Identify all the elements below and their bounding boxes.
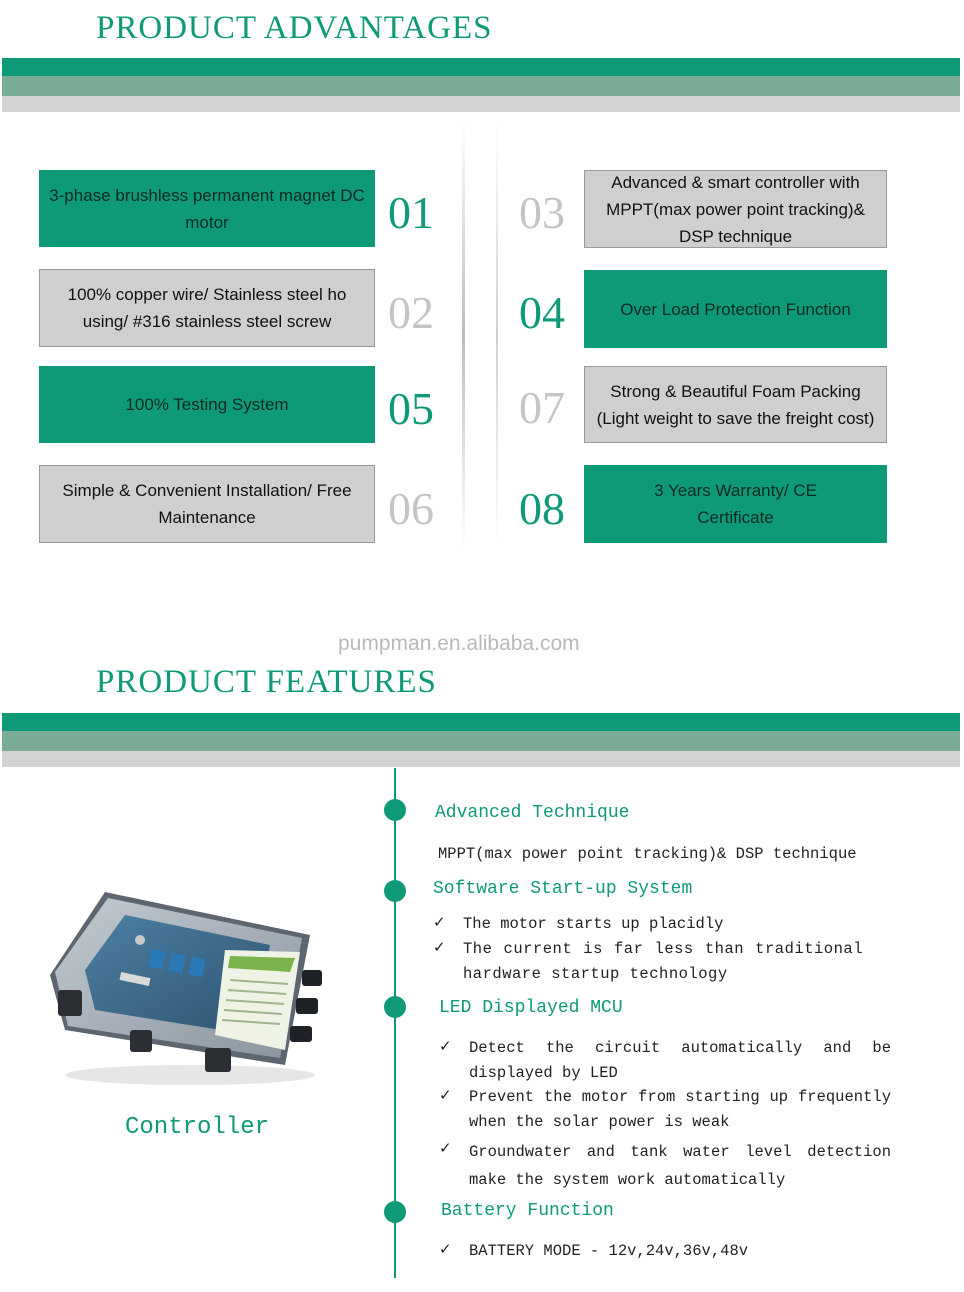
check-icon: ✓ bbox=[439, 1037, 452, 1055]
check-icon: ✓ bbox=[433, 938, 446, 956]
advantage-text-05: 100% Testing System bbox=[125, 395, 289, 414]
header-band-dark bbox=[2, 58, 960, 76]
feature-bullet: Prevent the motor from starting up frequ… bbox=[469, 1088, 891, 1131]
advantage-box-08: 3 Years Warranty/ CE Certificate bbox=[584, 465, 887, 543]
features-title: PRODUCT FEATURES bbox=[96, 664, 437, 700]
feature-title-battery-function: Battery Function bbox=[441, 1201, 614, 1221]
check-icon: ✓ bbox=[433, 913, 446, 931]
advantage-number-08: 08 bbox=[519, 483, 565, 534]
advantage-box-02: 100% copper wire/ Stainless steel ho usi… bbox=[39, 269, 375, 347]
feature-bullet: The motor starts up placidly bbox=[463, 915, 724, 933]
advantage-box-06: Simple & Convenient Installation/ Free M… bbox=[39, 465, 375, 543]
feature-bullet: BATTERY MODE - 12v,24v,36v,48v bbox=[469, 1242, 749, 1260]
timeline-dot-1 bbox=[384, 799, 406, 821]
feature-title-advanced-technique: Advanced Technique bbox=[435, 803, 630, 823]
advantage-number-05: 05 bbox=[388, 383, 434, 434]
controller-image bbox=[50, 892, 322, 1085]
advantage-number-06: 06 bbox=[388, 483, 434, 534]
timeline-line bbox=[394, 768, 396, 1278]
advantage-text-02: 100% copper wire/ Stainless steel ho usi… bbox=[67, 285, 347, 331]
check-icon: ✓ bbox=[439, 1240, 452, 1258]
advantage-number-02: 02 bbox=[388, 287, 434, 338]
features-band-mid bbox=[2, 731, 960, 751]
header-band-mid bbox=[2, 76, 960, 96]
advantage-text-03: Advanced & smart controller with MPPT(ma… bbox=[606, 172, 865, 246]
advantage-text-04: Over Load Protection Function bbox=[620, 299, 851, 319]
advantage-text-07: Strong & Beautiful Foam Packing (Light w… bbox=[596, 381, 875, 428]
center-divider bbox=[462, 120, 465, 550]
advantage-text-06: Simple & Convenient Installation/ Free M… bbox=[62, 481, 352, 527]
controller-label: Controller bbox=[125, 1114, 270, 1141]
feature-title-software-startup: Software Start-up System bbox=[433, 879, 693, 899]
features-band-light bbox=[2, 751, 960, 767]
timeline-dot-3 bbox=[384, 996, 406, 1018]
advantage-box-01: 3-phase brushless permanent magnet DC mo… bbox=[39, 170, 375, 247]
feature-bullet: Groundwater and tank water level detecti… bbox=[469, 1143, 891, 1189]
advantage-text-08: 3 Years Warranty/ CE Certificate bbox=[654, 481, 817, 527]
advantage-number-04: 04 bbox=[519, 287, 565, 338]
advantage-box-04: Over Load Protection Function bbox=[584, 270, 887, 348]
advantage-number-07: 07 bbox=[519, 382, 565, 433]
advantage-box-05: 100% Testing System bbox=[39, 366, 375, 443]
advantage-number-01: 01 bbox=[388, 187, 434, 238]
check-icon: ✓ bbox=[439, 1139, 452, 1157]
timeline-dot-4 bbox=[384, 1201, 406, 1223]
watermark-text: pumpman.en.alibaba.com bbox=[338, 632, 580, 655]
advantages-title: PRODUCT ADVANTAGES bbox=[96, 10, 493, 46]
feature-bullet: Detect the circuit automatically and be … bbox=[469, 1039, 891, 1082]
features-band-dark bbox=[2, 713, 960, 731]
feature-bullet: The current is far less than traditional… bbox=[463, 940, 863, 983]
timeline-dot-2 bbox=[384, 880, 406, 902]
feature-title-led-mcu: LED Displayed MCU bbox=[439, 998, 623, 1018]
center-divider-secondary bbox=[496, 120, 498, 550]
advantage-box-03: Advanced & smart controller with MPPT(ma… bbox=[584, 170, 887, 248]
advantage-number-03: 03 bbox=[519, 187, 565, 238]
feature-line: MPPT(max power point tracking)& DSP tech… bbox=[438, 845, 857, 863]
advantage-text-01: 3-phase brushless permanent magnet DC mo… bbox=[49, 185, 365, 232]
advantage-box-07: Strong & Beautiful Foam Packing (Light w… bbox=[584, 366, 887, 443]
check-icon: ✓ bbox=[439, 1086, 452, 1104]
header-band-light bbox=[2, 96, 960, 112]
